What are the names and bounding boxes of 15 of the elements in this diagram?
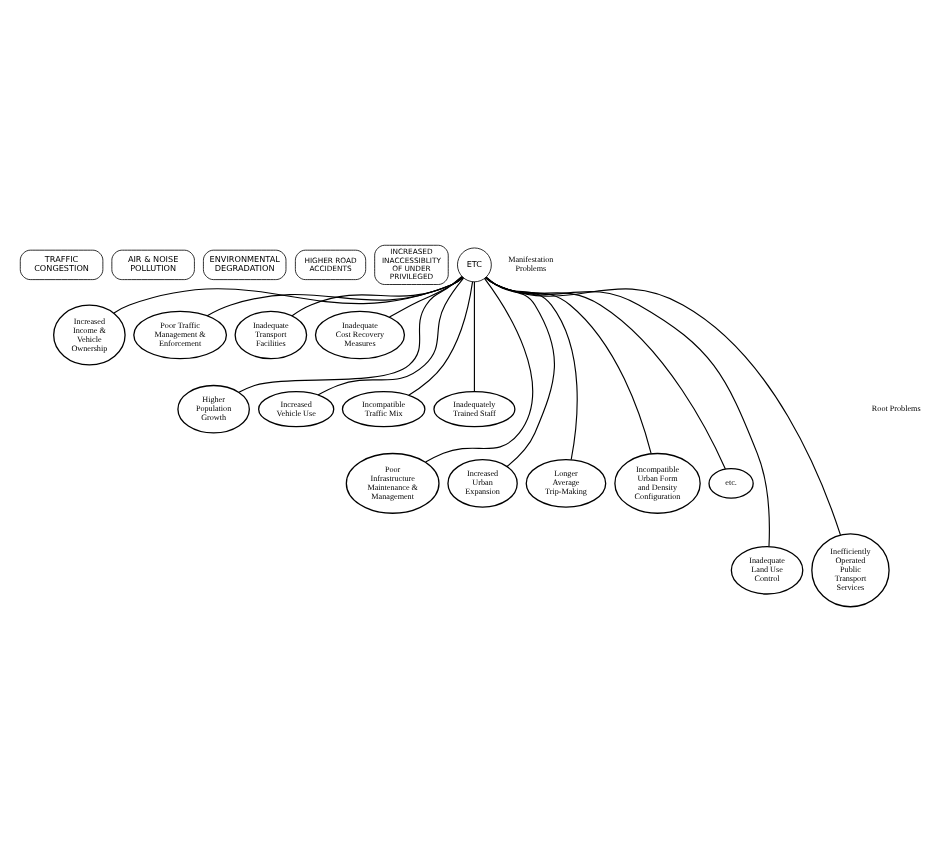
connector bbox=[206, 275, 464, 316]
connector bbox=[485, 275, 652, 453]
connector bbox=[291, 275, 464, 316]
connector bbox=[485, 276, 770, 547]
connector bbox=[317, 276, 465, 395]
connector bbox=[113, 276, 464, 313]
connector bbox=[485, 275, 555, 467]
connector bbox=[485, 275, 578, 460]
connector bbox=[238, 274, 463, 392]
connector bbox=[485, 276, 726, 469]
connector bbox=[484, 276, 841, 535]
connector bbox=[388, 275, 463, 317]
connector bbox=[425, 276, 534, 462]
connector bbox=[473, 280, 475, 392]
connector bbox=[408, 280, 474, 395]
